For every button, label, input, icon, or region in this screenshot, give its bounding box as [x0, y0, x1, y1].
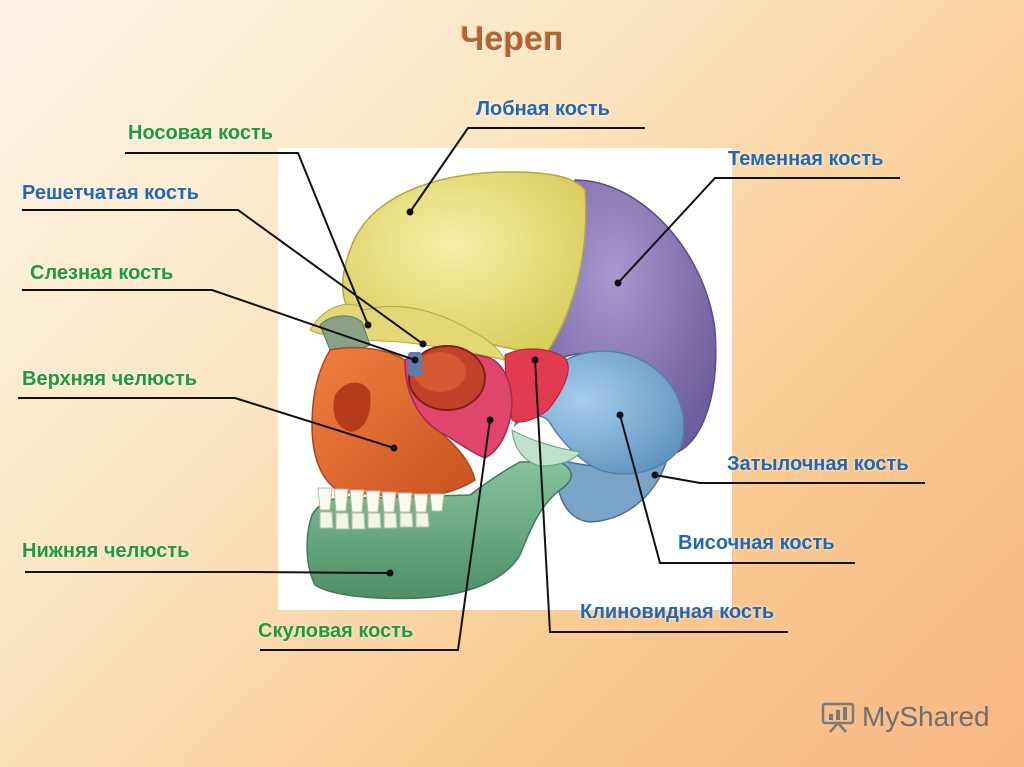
label-temporal-bone: Височная кость [678, 532, 835, 554]
slide-title: Череп [460, 20, 564, 58]
label-ethmoid-bone: Решетчатая кость [22, 182, 200, 204]
leader-ethmoid [22, 209, 424, 345]
leader-lacrimal [22, 289, 416, 361]
leader-occipital [654, 474, 925, 484]
label-parietal-bone: Теменная кость [728, 148, 884, 170]
watermark: MyShared [820, 697, 990, 737]
upper-teeth [317, 487, 445, 513]
label-mandible: Нижняя челюсть [22, 540, 190, 562]
label-zygomatic-bone: Скуловая кость [258, 620, 414, 642]
leader-dots [364, 208, 659, 577]
label-nasal-bone: Носовая кость [128, 122, 274, 144]
zygomatic-arch [511, 429, 581, 467]
leader-lines [18, 127, 925, 651]
label-sphenoid-bone: Клиновидная кость [580, 601, 775, 623]
leader-nasal [125, 152, 369, 326]
label-lacrimal-bone: Слезная кость [30, 262, 174, 284]
nasal-cavity [333, 382, 371, 432]
label-maxilla: Верхняя челюсть [22, 368, 198, 390]
label-occipital-bone: Затылочная кость [727, 453, 909, 475]
presentation-icon [821, 702, 855, 733]
leader-maxilla [18, 397, 395, 449]
leader-zygomatic [260, 419, 491, 651]
label-frontal-bone: Лобная кость [476, 98, 610, 120]
leader-temporal [619, 414, 855, 564]
orbit-inner [414, 352, 466, 392]
leader-parietal [617, 177, 900, 284]
leader-mandible [25, 571, 391, 574]
watermark-text: MyShared [862, 701, 990, 732]
leader-frontal [409, 127, 645, 213]
lower-teeth [319, 511, 430, 530]
leader-sphenoid [534, 359, 788, 633]
lacrimal-bone [408, 352, 422, 376]
